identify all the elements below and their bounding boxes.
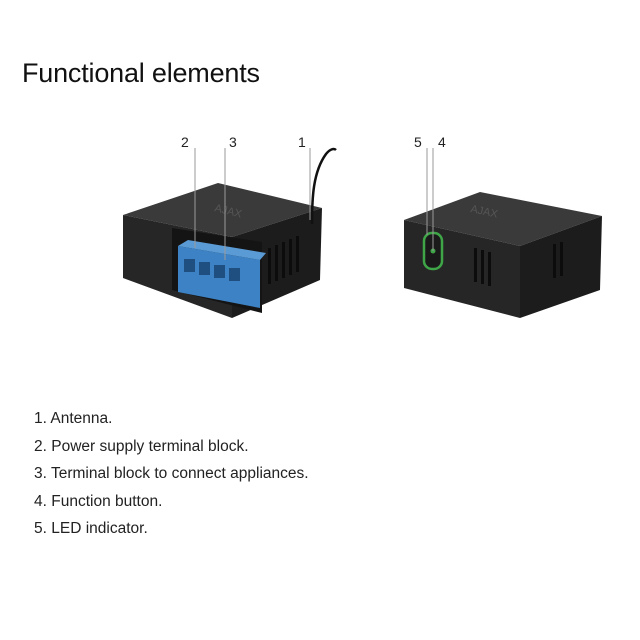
device-illustration: AJAX AJAX (0, 120, 640, 340)
functional-elements-list: 1Antenna. 2Power supply terminal block. … (34, 405, 309, 543)
device-top-face (123, 183, 322, 237)
callout-3: 3 (229, 134, 237, 150)
terminal-screw-1 (184, 259, 195, 272)
terminal-screw-4 (229, 268, 240, 281)
relay-device-front: AJAX (123, 147, 337, 318)
callout-1: 1 (298, 134, 306, 150)
callout-lines (194, 148, 434, 260)
vent-slots-back (474, 242, 563, 286)
antenna-wire (310, 147, 337, 225)
list-item: 5LED indicator. (34, 515, 309, 543)
brand-logo-back: AJAX (469, 203, 499, 221)
callout-5: 5 (414, 134, 422, 150)
terminal-screw-3 (214, 265, 225, 278)
relay-device-back: AJAX (404, 192, 602, 318)
device-top-face (404, 192, 602, 246)
device-diagram-svg: AJAX AJAX (123, 134, 602, 318)
terminal-block-top (178, 240, 266, 260)
callout-4: 4 (438, 134, 446, 150)
terminal-screws (184, 259, 240, 281)
callout-2: 2 (181, 134, 189, 150)
page-title: Functional elements (22, 58, 260, 88)
list-item: 3Terminal block to connect appliances. (34, 460, 309, 488)
list-item: 1Antenna. (34, 405, 309, 433)
list-item: 4Function button. (34, 488, 309, 516)
list-item: 2Power supply terminal block. (34, 433, 309, 461)
vent-slots (268, 236, 299, 284)
terminal-screw-2 (199, 262, 210, 275)
